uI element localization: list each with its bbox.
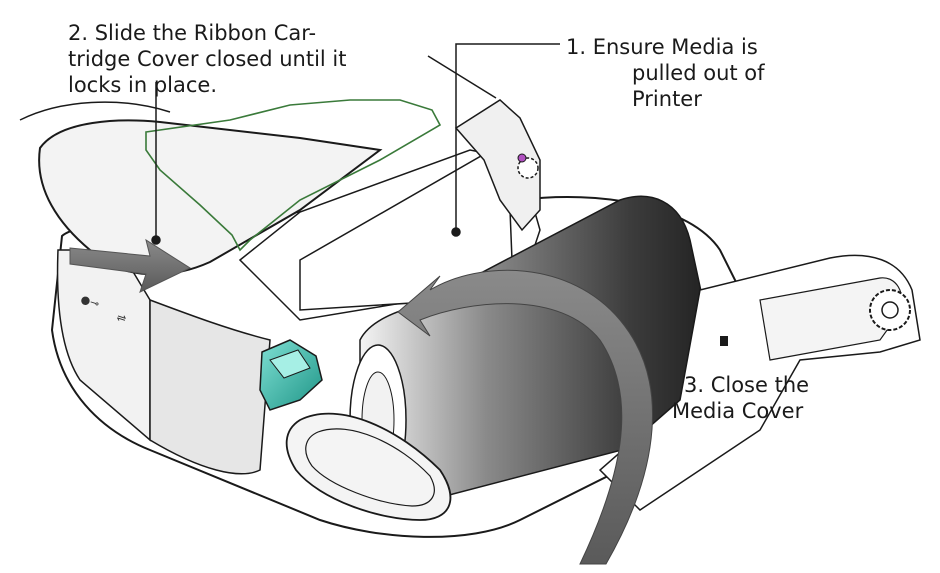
callout-line: 3. Close the bbox=[684, 373, 810, 397]
cover-label-mark bbox=[720, 336, 728, 346]
cover-edge-curve bbox=[19, 101, 171, 121]
cover-closed-outline bbox=[145, 99, 442, 252]
rotate-arrow-icon bbox=[397, 269, 653, 565]
front-handle bbox=[285, 412, 452, 521]
hinge-bracket bbox=[454, 99, 541, 232]
small-gear-icon bbox=[517, 157, 539, 179]
callout-line: 1. Ensure Media is bbox=[566, 35, 758, 59]
callout-line: tridge Cover closed until it bbox=[68, 47, 347, 71]
side-panel-inner bbox=[149, 298, 271, 475]
callout-line: pulled out of bbox=[632, 61, 765, 85]
callout-ensure-media: 1. Ensure Media is pulled out of Printer bbox=[566, 34, 765, 112]
port-icon-1: ●⊸ bbox=[79, 292, 101, 310]
callout-line: 2. Slide the Ribbon Car- bbox=[68, 21, 317, 45]
callout-line: Media Cover bbox=[672, 399, 804, 423]
callout-close-media-cover: 3. Close the Media Cover bbox=[672, 372, 809, 424]
push-arrow-icon bbox=[69, 238, 192, 293]
callout-line: Printer bbox=[632, 87, 702, 111]
callout-line: locks in place. bbox=[68, 73, 217, 97]
leader-lines bbox=[151, 43, 560, 245]
callout-slide-cover: 2. Slide the Ribbon Car- tridge Cover cl… bbox=[68, 20, 347, 98]
port-icon-2: ⇌ bbox=[115, 310, 128, 325]
